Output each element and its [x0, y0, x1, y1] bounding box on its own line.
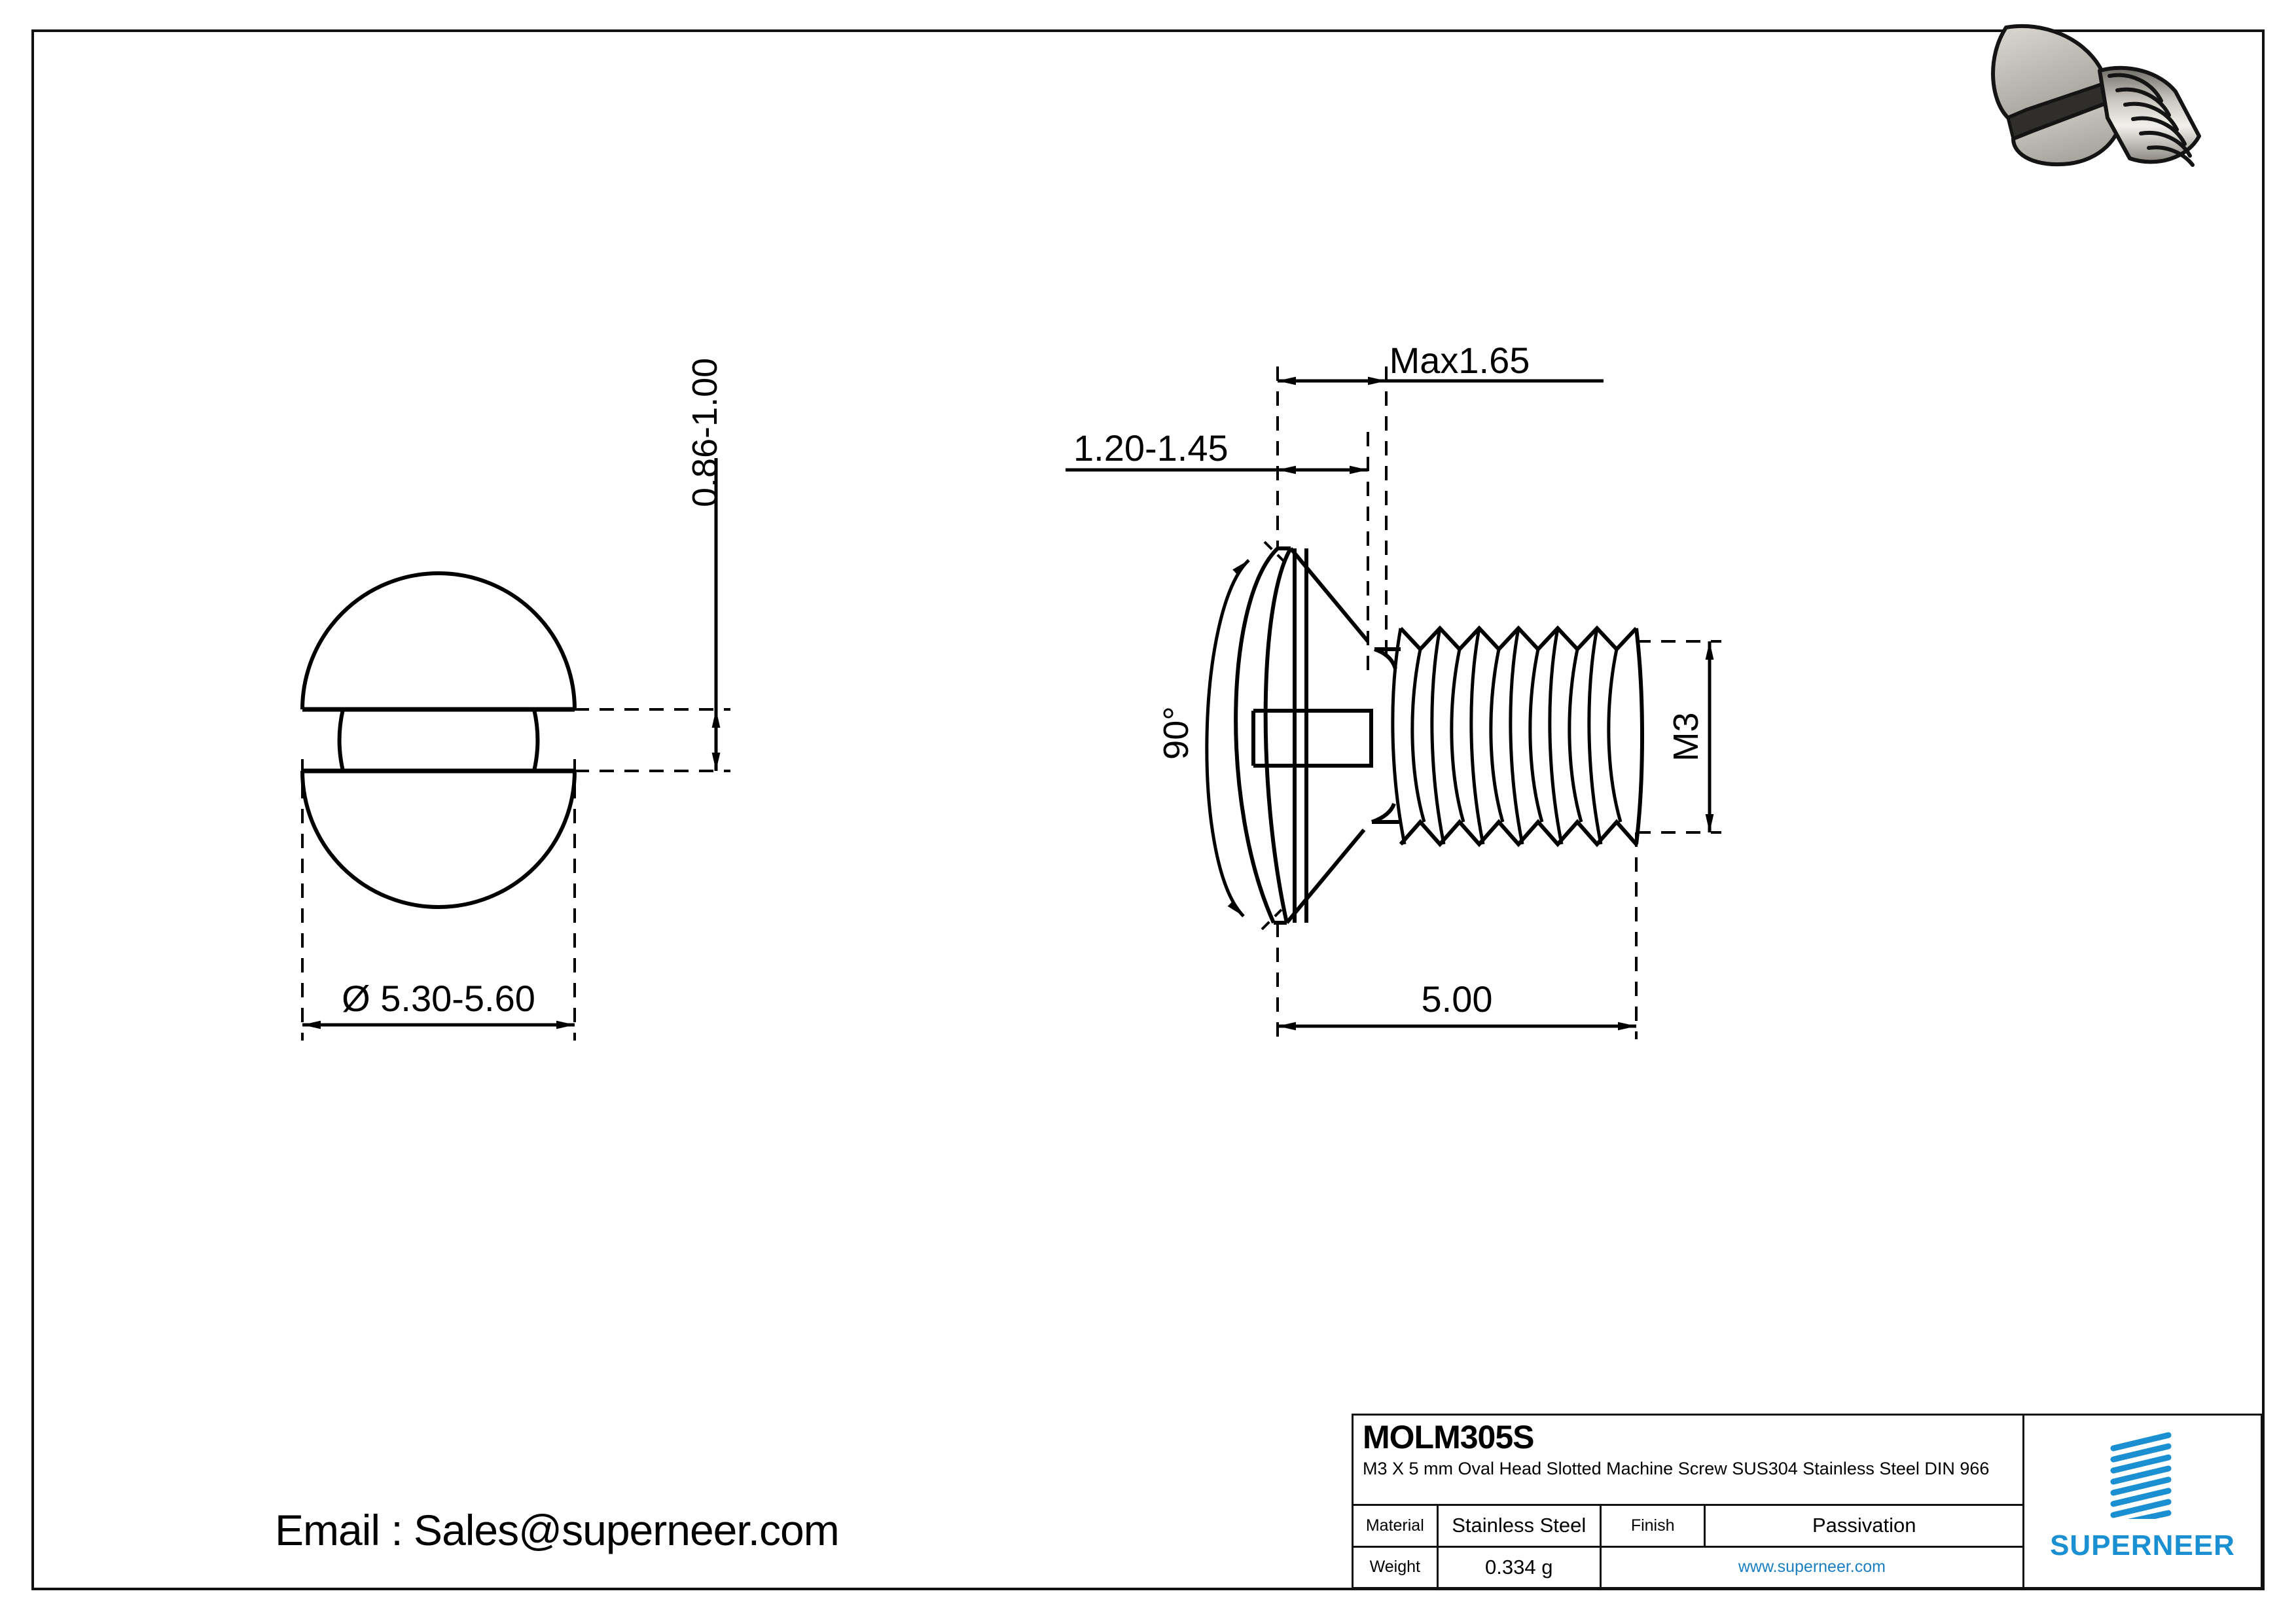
title-block-left: MOLM305S M3 X 5 mm Oval Head Slotted Mac…	[1354, 1416, 2024, 1587]
title-block-brand: SUPERNEER	[2024, 1416, 2261, 1587]
label-head-height: Max1.65	[1390, 340, 1530, 381]
screw-thread-side-profile	[1371, 625, 1644, 847]
title-block: MOLM305S M3 X 5 mm Oval Head Slotted Mac…	[1352, 1414, 2263, 1589]
label-slot-width: 1.20-1.45	[1073, 427, 1229, 469]
label-countersink-angle: 90°	[1157, 706, 1196, 760]
weight-value: 0.334 g	[1439, 1547, 1602, 1587]
top-view-extension-lines	[301, 708, 730, 1041]
material-label: Material	[1354, 1506, 1439, 1546]
title-block-row-weight: Weight 0.334 g www.superneer.com	[1354, 1547, 2022, 1587]
website-link[interactable]: www.superneer.com	[1738, 1558, 1886, 1577]
label-head-diameter: Ø 5.30-5.60	[342, 978, 535, 1019]
screw-head-side-profile	[1234, 546, 1373, 925]
label-thread-size: M3	[1666, 712, 1706, 761]
screw-thread-3d	[2098, 65, 2201, 167]
contact-email: Email : Sales@superneer.com	[275, 1506, 840, 1554]
label-slot-depth: 0.86-1.00	[685, 358, 725, 507]
label-screw-length: 5.00	[1422, 978, 1493, 1020]
dimension-countersink-angle	[1205, 541, 1285, 931]
brand-name: SUPERNEER	[2050, 1529, 2235, 1561]
sheet-border	[31, 29, 2265, 1590]
material-value: Stainless Steel	[1439, 1506, 1602, 1546]
screw-3d-render	[1991, 24, 2201, 167]
superneer-logo-icon	[2110, 1432, 2171, 1519]
part-number: MOLM305S	[1363, 1419, 1535, 1455]
head-top-view	[300, 571, 577, 909]
part-description: M3 X 5 mm Oval Head Slotted Machine Scre…	[1363, 1459, 1990, 1478]
title-block-row-material: Material Stainless Steel Finish Passivat…	[1354, 1506, 2022, 1548]
side-view-extension-lines	[1276, 366, 1721, 1039]
finish-label: Finish	[1602, 1506, 1706, 1546]
weight-label: Weight	[1354, 1547, 1439, 1587]
title-block-description-cell: MOLM305S M3 X 5 mm Oval Head Slotted Mac…	[1354, 1416, 2022, 1506]
finish-value: Passivation	[1812, 1514, 1916, 1537]
